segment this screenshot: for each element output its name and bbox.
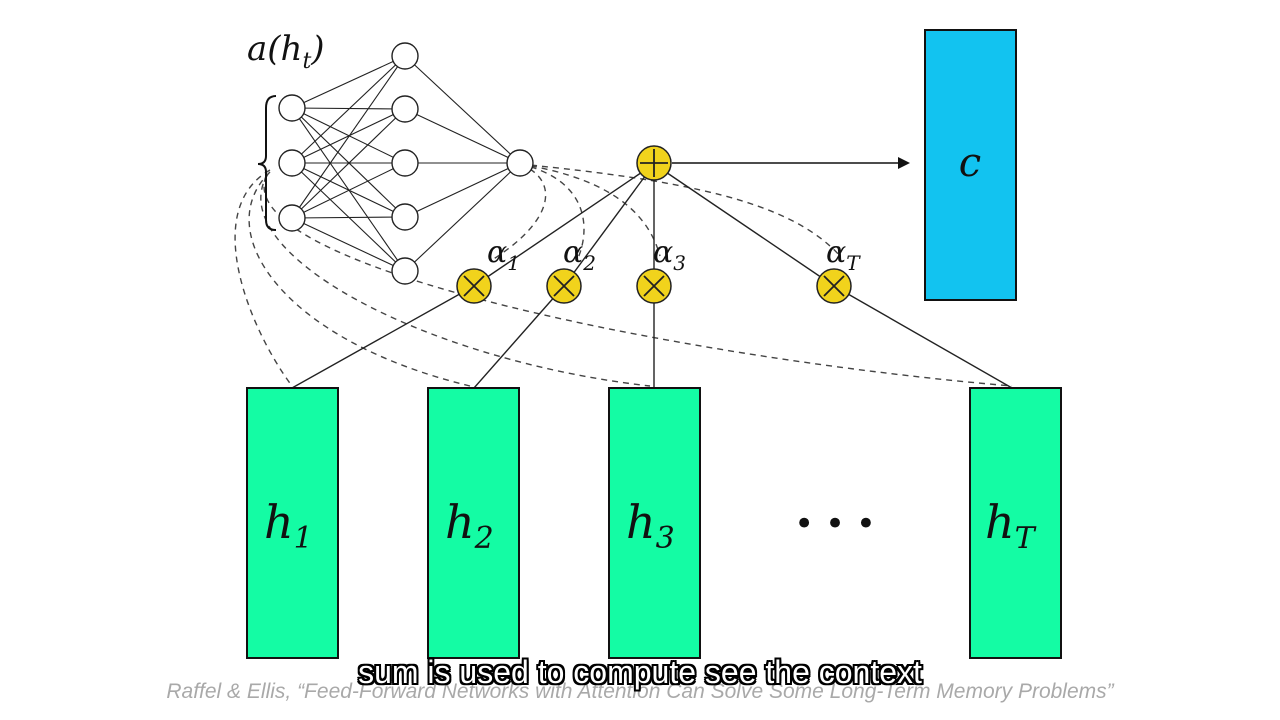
multiply-node-2 bbox=[546, 268, 582, 304]
mlp-edge bbox=[291, 216, 406, 219]
multiply-node-1 bbox=[456, 268, 492, 304]
mlp-edge bbox=[291, 107, 406, 110]
alpha-label-3: α3 bbox=[653, 235, 686, 275]
hidden-state-label-3: h3 bbox=[626, 495, 675, 556]
multiply-node-3 bbox=[636, 268, 672, 304]
context-vector: c bbox=[924, 29, 1017, 301]
mlp-edge bbox=[291, 55, 406, 219]
mlp-edges bbox=[291, 55, 521, 272]
mlp-hidden-node bbox=[391, 257, 419, 285]
input-bracket bbox=[257, 95, 277, 231]
alpha-label-T: αT bbox=[826, 235, 861, 275]
hidden-state-label-1: h1 bbox=[264, 495, 313, 556]
mlp-input-node bbox=[278, 204, 306, 232]
hidden-state-label-2: h2 bbox=[445, 495, 494, 556]
mlp-input-node bbox=[278, 94, 306, 122]
mlp-edge bbox=[404, 162, 521, 218]
sum-node bbox=[636, 145, 672, 181]
mlp-nodes bbox=[278, 42, 534, 285]
mlp-edge bbox=[404, 108, 521, 164]
mlp-edge bbox=[291, 217, 406, 272]
mlp-edge bbox=[291, 108, 406, 219]
mlp-edge bbox=[291, 55, 406, 164]
mlp-hidden-node bbox=[391, 95, 419, 123]
video-subtitle: sum is used to compute see the context bbox=[358, 654, 922, 690]
mlp-input-node bbox=[278, 149, 306, 177]
mlp-hidden-node bbox=[391, 42, 419, 70]
hidden-state-T: hT bbox=[969, 387, 1062, 659]
dashed-connections bbox=[234, 163, 1013, 387]
mlp-hidden-node bbox=[391, 149, 419, 177]
citation: Raffel & Ellis, “Feed-Forward Networks w… bbox=[166, 680, 1114, 703]
solid-connections bbox=[291, 163, 1013, 389]
mlp-edge bbox=[291, 55, 406, 109]
mlp-edge bbox=[291, 162, 406, 219]
score-function-label: a(ht) bbox=[247, 29, 325, 74]
hidden-state-label-T: hT bbox=[985, 495, 1037, 556]
ellipsis: • • • bbox=[794, 504, 876, 544]
mlp-output-node bbox=[506, 149, 534, 177]
alpha-label-2: α2 bbox=[563, 235, 596, 275]
multiply-node-T bbox=[816, 268, 852, 304]
mlp-edge bbox=[404, 55, 521, 164]
mlp-edge bbox=[404, 162, 521, 272]
alpha-label-1: α1 bbox=[487, 235, 520, 275]
mlp-edge bbox=[291, 108, 406, 164]
hidden-state-2: h2 bbox=[427, 387, 520, 659]
hidden-state-3: h3 bbox=[608, 387, 701, 659]
hidden-state-1: h1 bbox=[246, 387, 339, 659]
mlp-hidden-node bbox=[391, 203, 419, 231]
context-label: c bbox=[959, 140, 981, 186]
